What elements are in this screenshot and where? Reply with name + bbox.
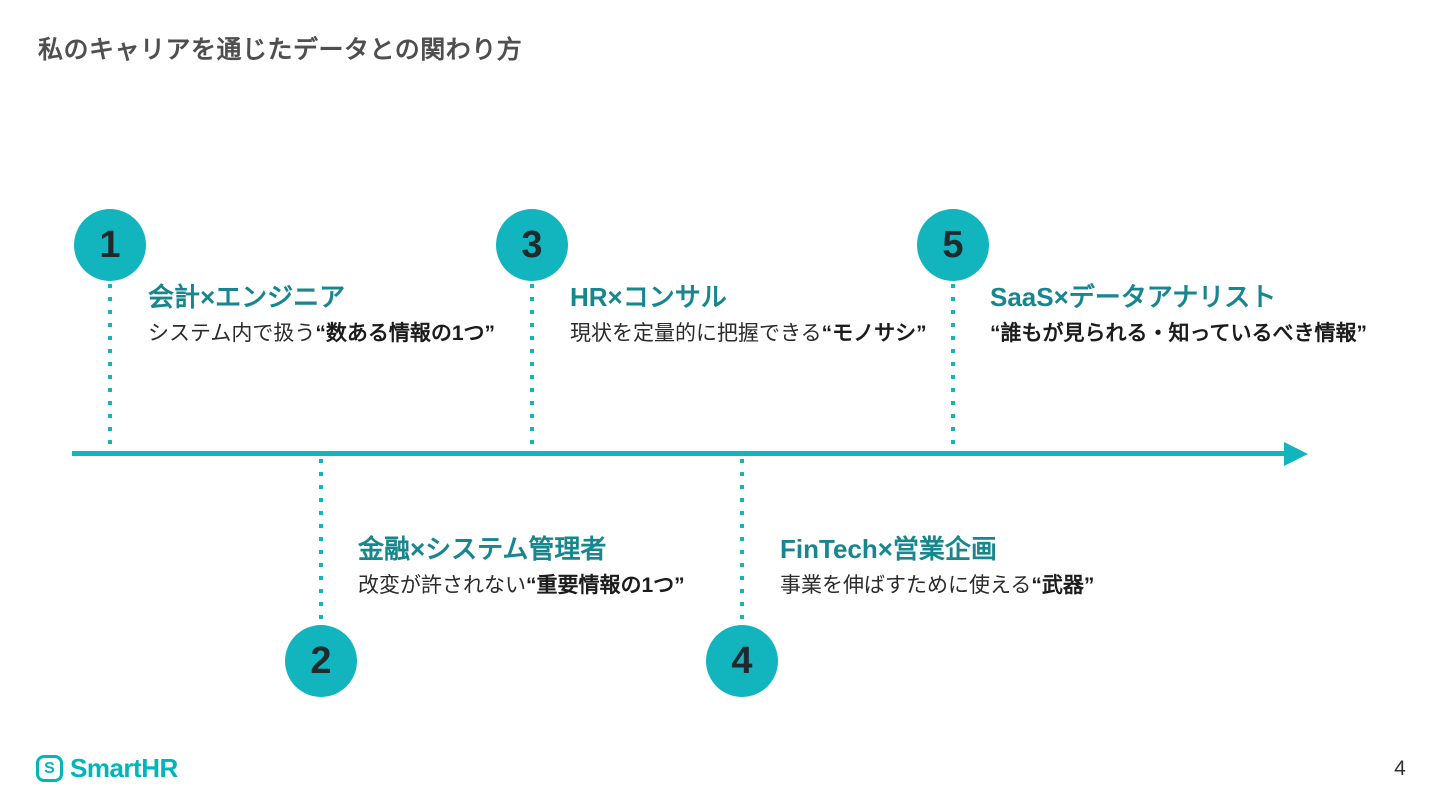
step-circle-3: 3 [496, 209, 568, 281]
item-desc-bold: “数ある情報の1つ” [315, 321, 496, 345]
timeline-item-1: 会計×エンジニア システム内で扱う“数ある情報の1つ” [148, 282, 495, 346]
item-heading: SaaS×データアナリスト [990, 282, 1277, 312]
timeline-item-4: FinTech×営業企画 事業を伸ばすために使える“武器” [780, 534, 1094, 598]
item-description: 事業を伸ばすために使える“武器” [780, 573, 1094, 598]
smarthr-logo-icon: S [36, 755, 63, 782]
timeline-item-5: SaaS×データアナリスト “誰もが見られる・知っているべき情報” [990, 282, 1367, 346]
item-heading: 会計×エンジニア [148, 282, 346, 312]
item-description: システム内で扱う“数ある情報の1つ” [148, 321, 495, 346]
item-description: 現状を定量的に把握できる“モノサシ” [570, 321, 927, 346]
item-desc-regular: 事業を伸ばすために使える [780, 573, 1032, 597]
item-description: 改変が許されない“重要情報の1つ” [358, 573, 685, 598]
item-desc-bold: “モノサシ” [821, 321, 927, 345]
item-desc-bold: “武器” [1031, 573, 1095, 597]
step-circle-2: 2 [285, 625, 357, 697]
timeline-arrowhead-icon [1284, 442, 1308, 466]
item-description: “誰もが見られる・知っているべき情報” [990, 321, 1367, 346]
item-desc-regular: システム内で扱う [148, 321, 316, 345]
item-desc-regular: 現状を定量的に把握できる [570, 321, 822, 345]
item-desc-regular: 改変が許されない [358, 573, 526, 597]
step-connector-3 [530, 284, 534, 448]
step-circle-1: 1 [74, 209, 146, 281]
timeline-item-3: HR×コンサル 現状を定量的に把握できる“モノサシ” [570, 282, 927, 346]
page-number: 4 [1394, 757, 1406, 780]
item-heading: 金融×システム管理者 [358, 534, 607, 564]
smarthr-logo-wordmark: SmartHR [70, 753, 178, 783]
step-connector-4 [740, 459, 744, 623]
step-connector-5 [951, 284, 955, 448]
step-connector-1 [108, 284, 112, 448]
item-heading: HR×コンサル [570, 282, 727, 312]
smarthr-logo: S SmartHR [36, 753, 178, 784]
item-desc-bold: “誰もが見られる・知っているべき情報” [990, 321, 1367, 345]
item-heading: FinTech×営業企画 [780, 534, 997, 564]
timeline-item-2: 金融×システム管理者 改変が許されない“重要情報の1つ” [358, 534, 685, 598]
smarthr-logo-letter: S [44, 759, 55, 777]
step-circle-4: 4 [706, 625, 778, 697]
item-desc-bold: “重要情報の1つ” [526, 573, 685, 597]
step-circle-5: 5 [917, 209, 989, 281]
timeline-axis [72, 451, 1286, 456]
page-title: 私のキャリアを通じたデータとの関わり方 [38, 36, 523, 64]
step-connector-2 [319, 459, 323, 623]
